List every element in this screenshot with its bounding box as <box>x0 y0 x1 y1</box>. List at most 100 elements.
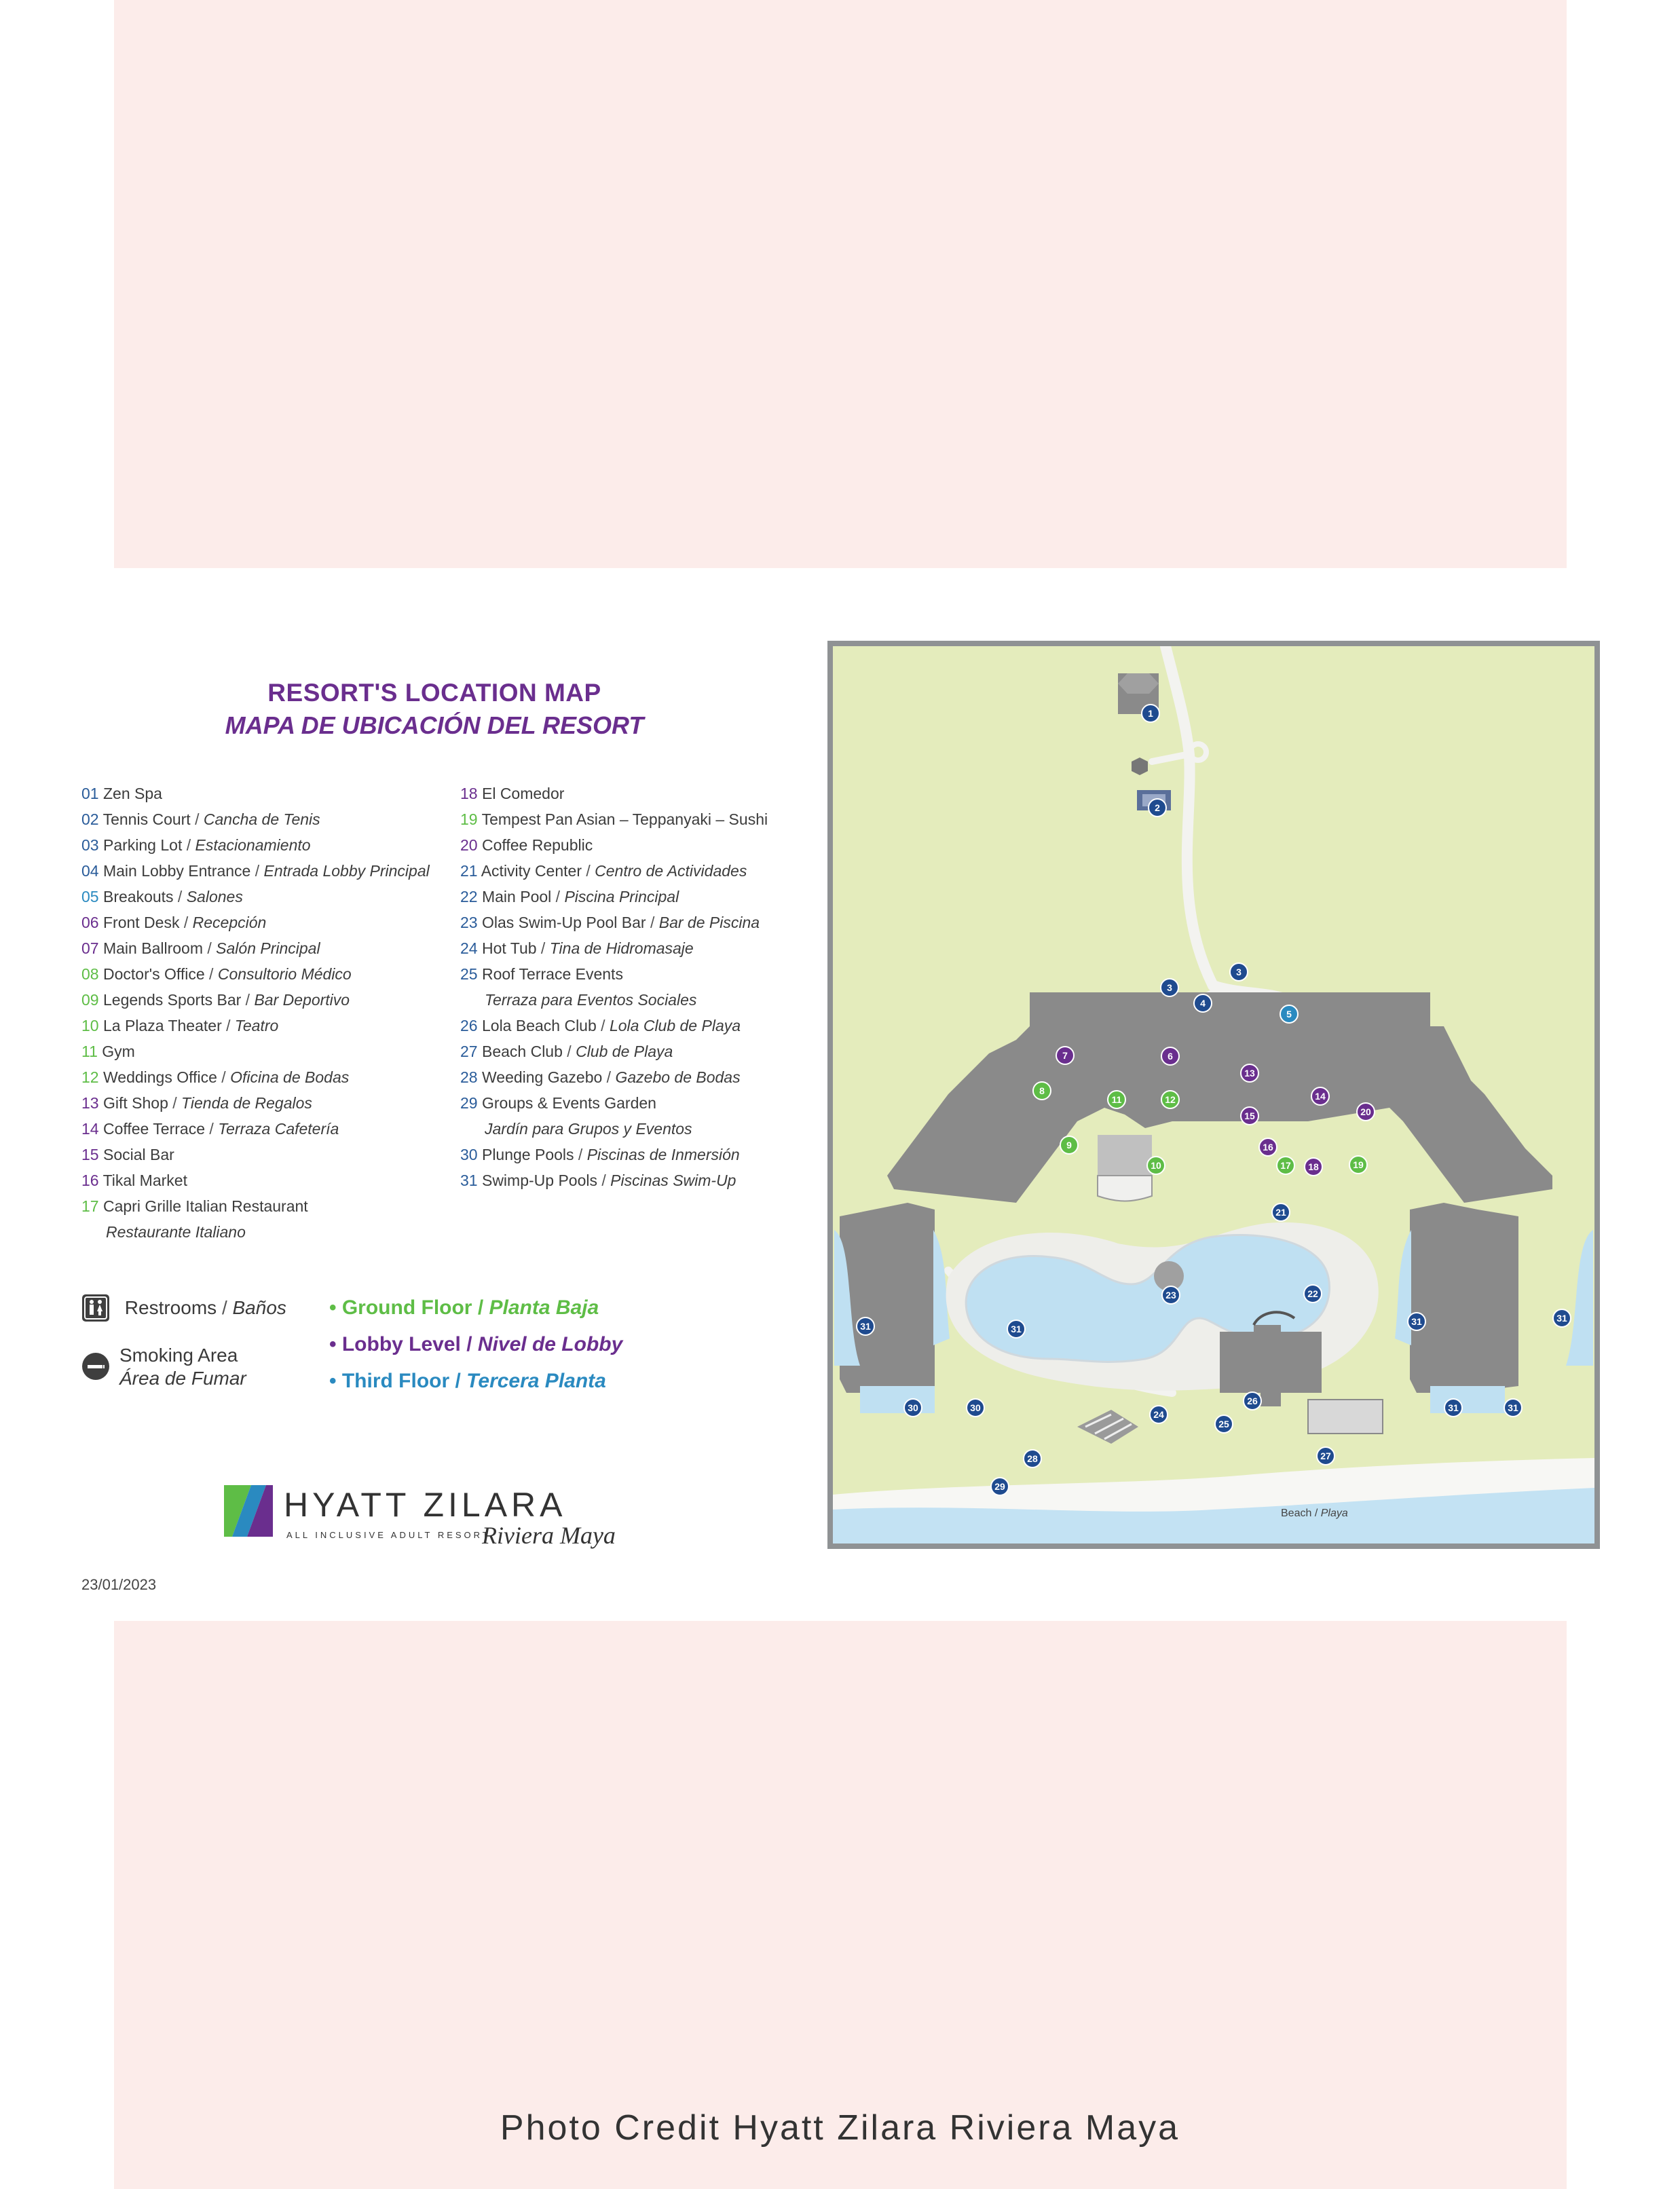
legend-item: 03 Parking Lot / Estacionamiento <box>81 832 448 858</box>
east-inner-pools <box>1395 1230 1411 1345</box>
logo-tagline: ALL INCLUSIVE ADULT RESORT <box>286 1530 491 1540</box>
map-marker <box>1149 1405 1168 1424</box>
logo-mark-purple <box>247 1485 273 1537</box>
map-marker-label: 28 <box>1027 1453 1038 1464</box>
legend-item: 08 Doctor's Office / Consultorio Médico <box>81 961 448 987</box>
map-marker <box>1148 798 1167 817</box>
photo-credit: Photo Credit Hyatt Zilara Riviera Maya <box>500 2108 1180 2148</box>
legend-number: 25 <box>460 965 478 983</box>
restrooms-label: Restrooms <box>124 1297 217 1318</box>
document-date: 23/01/2023 <box>81 1576 157 1593</box>
legend-number: 02 <box>81 810 99 828</box>
map-marker <box>1193 994 1212 1013</box>
legend-item: 27 Beach Club / Club de Playa <box>460 1039 840 1064</box>
legend-item: 05 Breakouts / Salones <box>81 884 448 910</box>
legend-name: Gift Shop <box>102 1094 168 1112</box>
legend-name: Main Ballroom <box>102 939 203 957</box>
legend-number: 14 <box>81 1120 99 1138</box>
swim-up-bar <box>1154 1261 1184 1291</box>
logo-mark-green <box>224 1485 251 1537</box>
map-marker <box>1146 1156 1165 1175</box>
floor-name: Lobby Level <box>341 1333 461 1355</box>
legend-name-es: Recepción <box>192 914 267 931</box>
map-marker-label: 25 <box>1218 1419 1229 1429</box>
legend-name: Roof Terrace Events <box>481 965 623 983</box>
map-marker-label: 9 <box>1066 1140 1072 1150</box>
map-marker-label: 16 <box>1263 1142 1273 1153</box>
legend-item: 30 Plunge Pools / Piscinas de Inmersión <box>460 1142 840 1167</box>
legend-item: 17 Capri Grille Italian Restaurant <box>81 1193 448 1219</box>
legend-number: 30 <box>460 1146 478 1163</box>
smoking-area-icon <box>82 1353 109 1380</box>
legend-number: 12 <box>81 1068 99 1086</box>
map-marker <box>966 1398 985 1417</box>
west-inner-pools <box>933 1230 950 1345</box>
legend-number: 23 <box>460 914 478 931</box>
floor-key-item: • Third Floor / Tercera Planta <box>329 1370 606 1392</box>
floor-name-es: Nivel de Lobby <box>477 1333 623 1355</box>
legend-name-es: Centro de Actividades <box>595 862 747 880</box>
legend-name: Coffee Republic <box>481 836 593 854</box>
bottom-image-placeholder <box>114 1621 1567 2189</box>
legend-number: 03 <box>81 836 99 854</box>
map-marker <box>856 1317 875 1336</box>
legend-item: 10 La Plaza Theater / Teatro <box>81 1013 448 1039</box>
map-marker-label: 22 <box>1307 1288 1318 1299</box>
legend-name-es: Piscinas de Inmersión <box>586 1146 740 1163</box>
legend-name: Hot Tub <box>481 939 537 957</box>
floor-key: • Ground Floor / Planta Baja• Lobby Leve… <box>329 1290 622 1400</box>
legend-number: 06 <box>81 914 99 931</box>
map-marker <box>1240 1106 1259 1125</box>
map-marker-label: 1 <box>1148 708 1153 719</box>
legend-item: 24 Hot Tub / Tina de Hidromasaje <box>460 935 840 961</box>
legend-item: 18 El Comedor <box>460 781 840 806</box>
legend-name: Tempest Pan Asian – Teppanyaki – Sushi <box>481 810 768 828</box>
map-marker <box>1311 1087 1330 1106</box>
legend-name-es: Piscina Principal <box>564 888 679 905</box>
legend-number: 29 <box>460 1094 478 1112</box>
legend-item: 01 Zen Spa <box>81 781 448 806</box>
legend-number: 08 <box>81 965 99 983</box>
map-marker-label: 3 <box>1167 982 1172 993</box>
map-marker-label: 30 <box>908 1402 918 1413</box>
map-marker <box>1280 1005 1299 1024</box>
legend-name: Doctor's Office <box>102 965 205 983</box>
smoking-label: Smoking Area <box>119 1345 238 1366</box>
key-restrooms: Restrooms / Baños <box>81 1294 286 1322</box>
legend-name-es: Club de Playa <box>576 1043 673 1060</box>
title-english: RESORT'S LOCATION MAP <box>267 679 601 707</box>
plunge-pools-west <box>860 1386 935 1413</box>
legend-number: 21 <box>460 862 478 880</box>
map-marker <box>1161 1047 1180 1066</box>
map-marker <box>1161 1090 1180 1109</box>
map-marker-label: 14 <box>1315 1091 1326 1102</box>
logo-location: Riviera Maya <box>481 1522 616 1549</box>
map-marker-label: 7 <box>1062 1050 1068 1061</box>
top-image-placeholder <box>114 0 1567 568</box>
access-road <box>1160 646 1218 991</box>
legend-name: Groups & Events Garden <box>481 1094 656 1112</box>
map-marker <box>1304 1157 1323 1176</box>
plunge-pools-east <box>1430 1386 1505 1413</box>
floor-key-item: • Ground Floor / Planta Baja <box>329 1296 599 1319</box>
map-title: RESORT'S LOCATION MAP MAPA DE UBICACIÓN … <box>81 679 787 740</box>
legend-number: 20 <box>460 836 478 854</box>
logo-brand: HYATT ZILARA <box>284 1486 567 1524</box>
map-marker-label: 11 <box>1112 1094 1122 1105</box>
legend-name: Weddings Office <box>102 1068 217 1086</box>
legend-name-es: Teatro <box>234 1017 279 1034</box>
map-marker <box>1023 1449 1042 1468</box>
legend-item: 20 Coffee Republic <box>460 832 840 858</box>
map-marker-label: 26 <box>1247 1396 1258 1406</box>
legend-item: 22 Main Pool / Piscina Principal <box>460 884 840 910</box>
legend-number: 22 <box>460 888 478 905</box>
legend-name: Breakouts <box>102 888 174 905</box>
legend-name-es: Salón Principal <box>216 939 320 957</box>
map-marker-label: 31 <box>1411 1316 1422 1327</box>
legend-number: 10 <box>81 1017 99 1034</box>
map-marker <box>1303 1284 1322 1303</box>
legend-number: 11 <box>81 1043 98 1060</box>
beach-label: Beach / Playa <box>1281 1508 1348 1519</box>
legend-name-es: Bar Deportivo <box>254 991 350 1009</box>
east-wing <box>1410 1203 1518 1393</box>
